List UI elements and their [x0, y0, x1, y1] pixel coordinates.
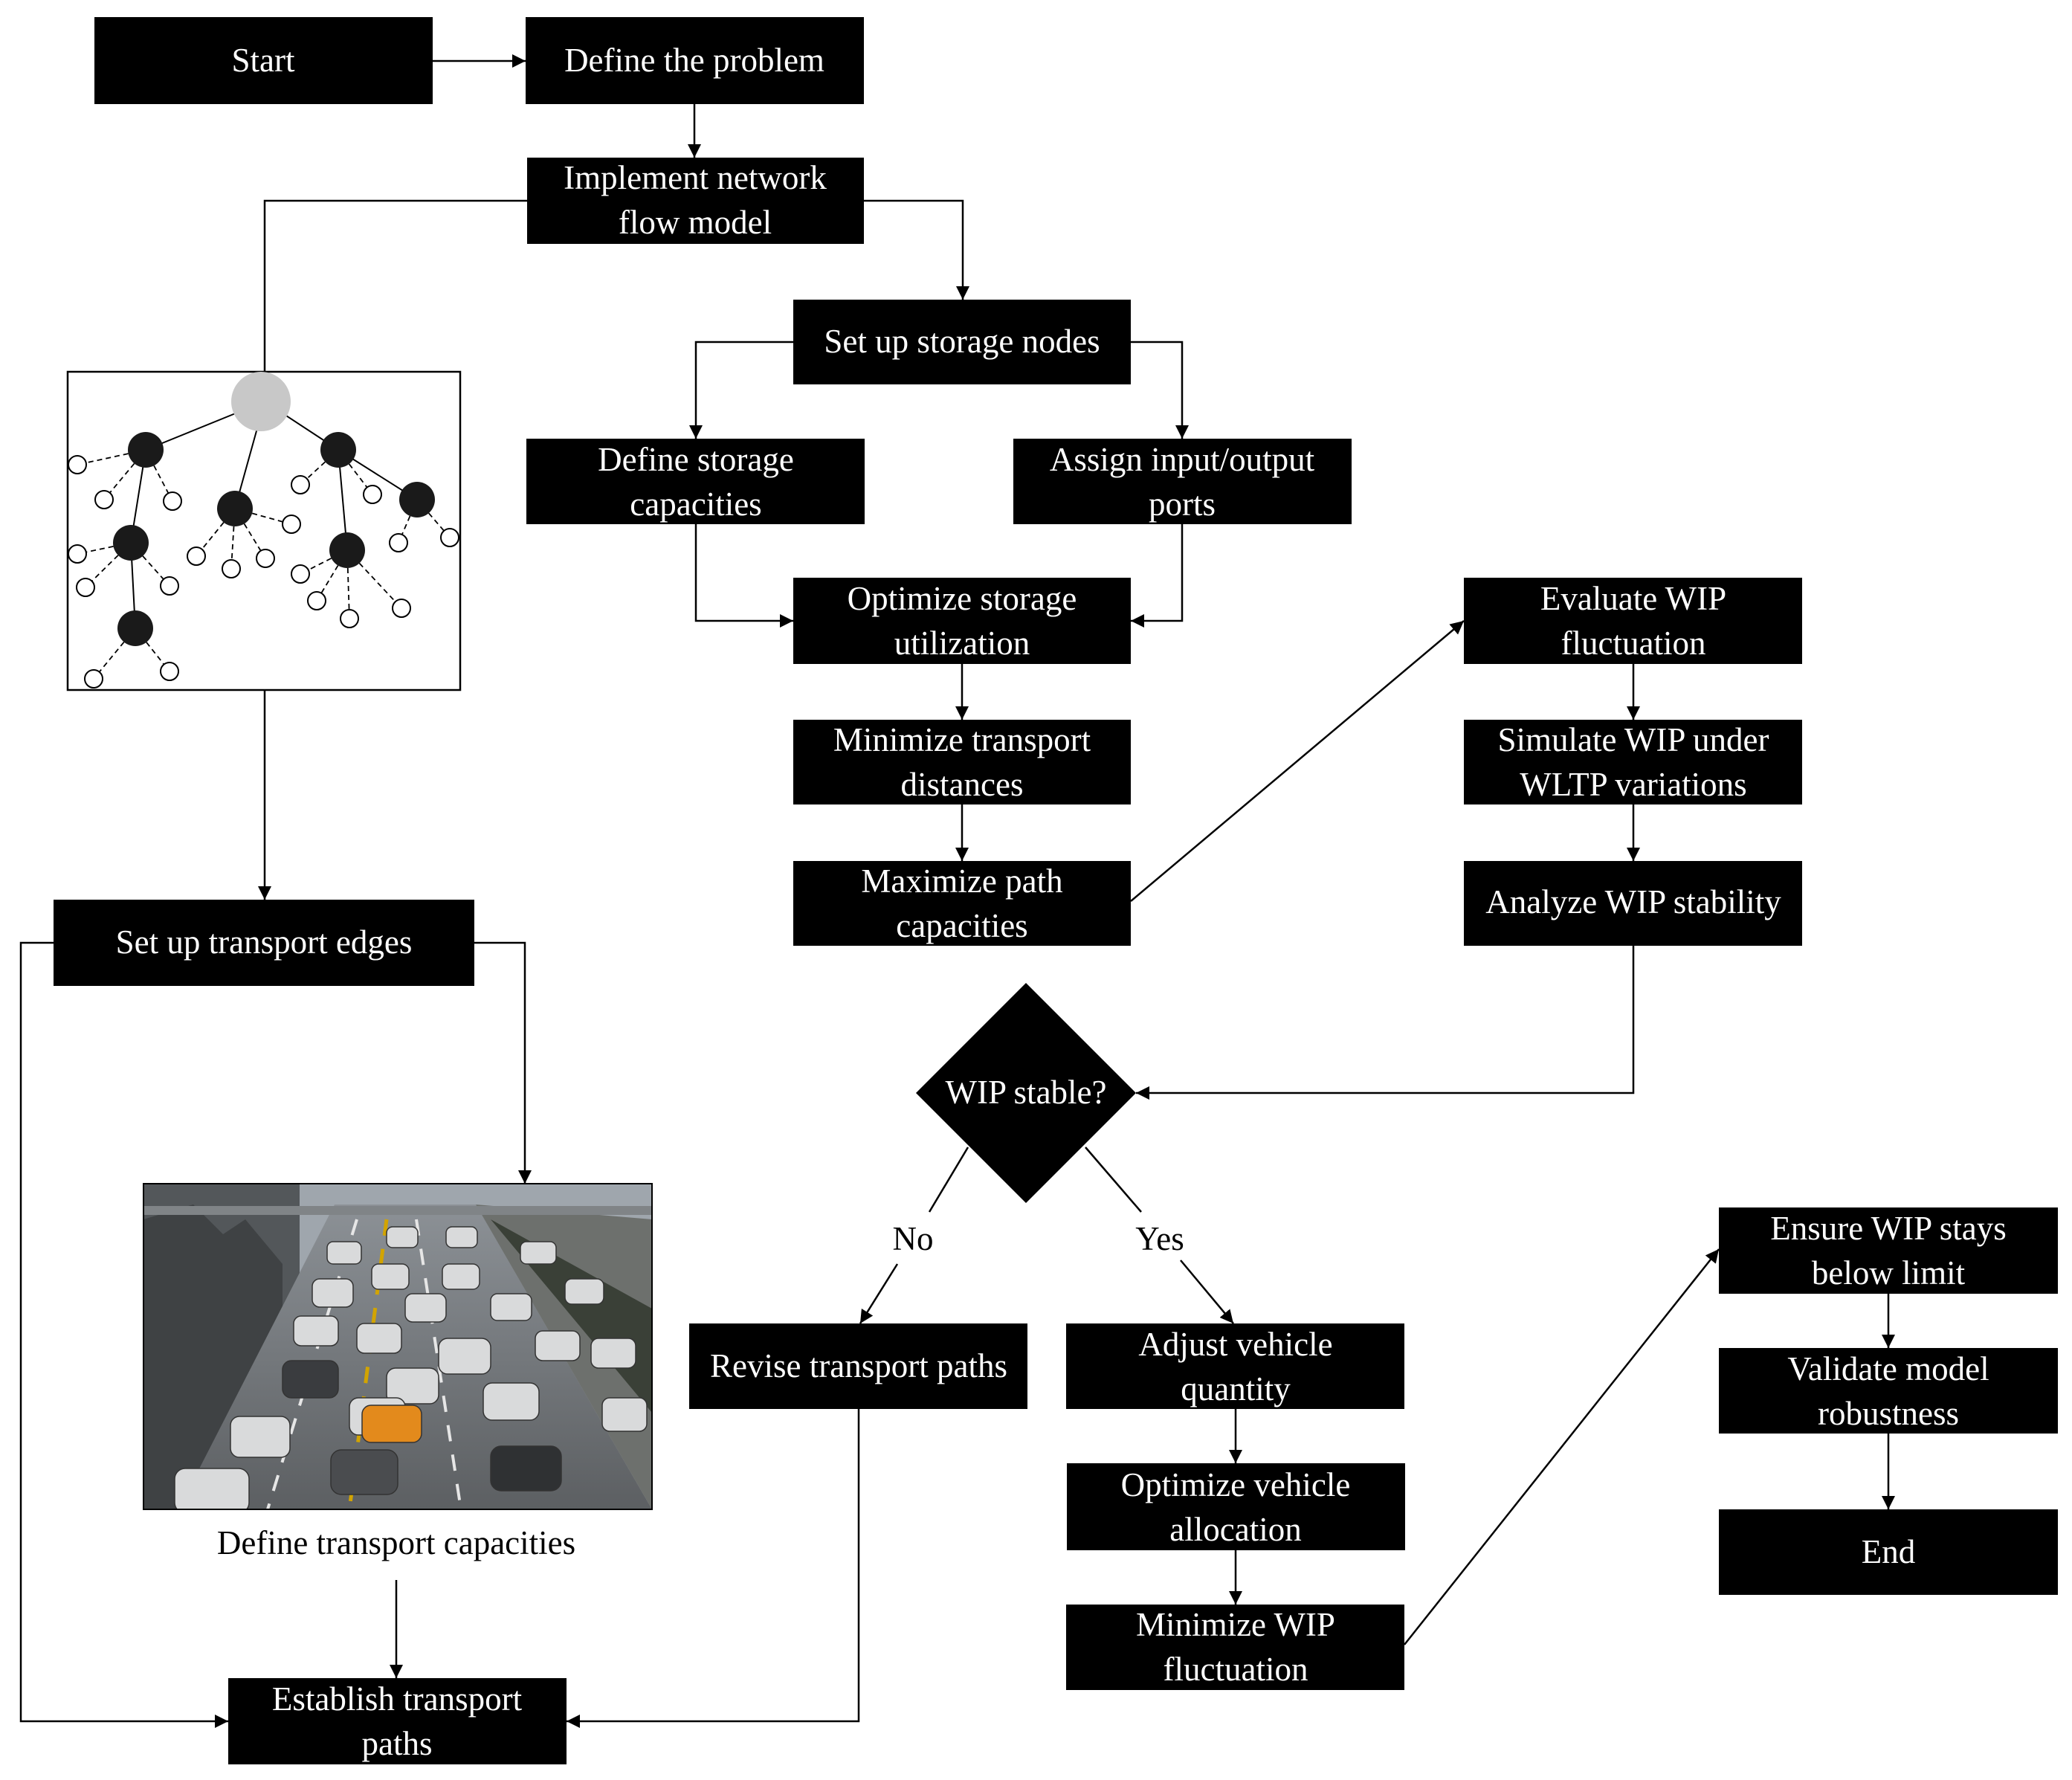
svg-text:fluctuation: fluctuation: [1561, 625, 1706, 662]
network-root-node: [231, 372, 291, 431]
svg-text:Implement network: Implement network: [564, 159, 827, 196]
optimize-storage-node[interactable]: Optimize storage utilization: [793, 578, 1131, 664]
svg-text:Validate model: Validate model: [1787, 1350, 1989, 1387]
edge-transport-edges-establish: [19, 941, 228, 1728]
svg-text:quantity: quantity: [1181, 1370, 1291, 1407]
svg-text:Analyze WIP stability: Analyze WIP stability: [1485, 883, 1781, 920]
svg-text:flow model: flow model: [619, 204, 772, 241]
implement-model-node[interactable]: Implement network flow model: [527, 158, 864, 244]
svg-text:Optimize storage: Optimize storage: [848, 580, 1077, 617]
transport-capacities-label: Define transport capacities: [217, 1524, 575, 1561]
simulate-wip-node[interactable]: Simulate WIP under WLTP variations: [1464, 720, 1802, 804]
edge-revise-establish: [567, 1409, 860, 1728]
svg-text:allocation: allocation: [1169, 1511, 1301, 1548]
edge-min-wip-ensure: [1404, 1248, 1720, 1645]
connectors: [19, 54, 1895, 1728]
svg-text:WLTP variations: WLTP variations: [1520, 766, 1746, 803]
svg-text:Simulate WIP under: Simulate WIP under: [1498, 721, 1769, 758]
network-internal-nodes: [113, 432, 435, 646]
transport-edges-node[interactable]: Set up transport edges: [54, 900, 474, 986]
svg-text:Revise transport paths: Revise transport paths: [710, 1347, 1007, 1384]
optimize-vehicle-node[interactable]: Optimize vehicle allocation: [1067, 1463, 1405, 1550]
edge-storage-capacities: [689, 341, 793, 439]
svg-text:Minimize WIP: Minimize WIP: [1136, 1606, 1335, 1643]
svg-text:WIP stable?: WIP stable?: [945, 1074, 1106, 1111]
validate-node[interactable]: Validate model robustness: [1719, 1348, 2058, 1434]
start-node[interactable]: Start: [94, 17, 433, 104]
edge-decision-no-a: [928, 1147, 969, 1213]
eval-wip-node[interactable]: Evaluate WIP fluctuation: [1464, 578, 1802, 664]
no-label: No: [893, 1220, 934, 1257]
network-tree-graphic: [66, 370, 462, 691]
edge-storage-ports: [1131, 341, 1189, 439]
svg-text:distances: distances: [901, 766, 1024, 803]
edge-decision-yes-b: [1180, 1260, 1234, 1324]
svg-text:Evaluate WIP: Evaluate WIP: [1540, 580, 1726, 617]
network-solid-edges: [130, 401, 418, 629]
edge-capacities-optimize: [694, 524, 793, 628]
ensure-wip-node[interactable]: Ensure WIP stays below limit: [1719, 1207, 2058, 1294]
min-wip-node[interactable]: Minimize WIP fluctuation: [1066, 1605, 1404, 1690]
svg-text:fluctuation: fluctuation: [1164, 1651, 1308, 1688]
svg-text:End: End: [1862, 1533, 1916, 1570]
storage-capacities-node[interactable]: Define storage capacities: [526, 439, 865, 524]
svg-text:Optimize vehicle: Optimize vehicle: [1121, 1466, 1351, 1503]
edge-transport-edges-photo: [474, 941, 532, 1184]
min-distances-node[interactable]: Minimize transport distances: [793, 720, 1131, 804]
svg-text:Minimize transport: Minimize transport: [833, 721, 1091, 758]
edge-implement-storage: [863, 199, 969, 300]
svg-text:Ensure WIP stays: Ensure WIP stays: [1770, 1210, 2006, 1247]
max-path-node[interactable]: Maximize path capacities: [793, 861, 1131, 946]
svg-text:paths: paths: [362, 1725, 433, 1762]
svg-text:robustness: robustness: [1818, 1395, 1959, 1432]
yes-label: Yes: [1135, 1220, 1184, 1257]
svg-text:Define storage: Define storage: [598, 441, 794, 478]
svg-text:Set up storage nodes: Set up storage nodes: [824, 323, 1100, 360]
svg-text:capacities: capacities: [896, 907, 1027, 944]
edge-decision-no-b: [859, 1263, 899, 1324]
establish-paths-node[interactable]: Establish transport paths: [228, 1678, 567, 1764]
adjust-vehicle-node[interactable]: Adjust vehicle quantity: [1066, 1323, 1404, 1409]
storage-nodes-node[interactable]: Set up storage nodes: [793, 300, 1131, 384]
edge-decision-yes-a: [1085, 1147, 1142, 1213]
traffic-photo-graphic: Define transport capacities: [143, 1183, 653, 1561]
network-dashed-edges: [77, 449, 451, 680]
edge-ports-optimize: [1131, 524, 1184, 628]
svg-text:Start: Start: [232, 42, 295, 79]
svg-text:Maximize path: Maximize path: [861, 862, 1062, 900]
svg-text:utilization: utilization: [894, 625, 1030, 662]
define-problem-node[interactable]: Define the problem: [526, 17, 864, 104]
edge-implement-network: [263, 199, 528, 372]
svg-text:Establish transport: Establish transport: [272, 1680, 523, 1718]
analyze-wip-node[interactable]: Analyze WIP stability: [1464, 861, 1802, 946]
process-nodes: Start Define the problem Implement netwo…: [54, 17, 2058, 1764]
svg-text:below limit: below limit: [1812, 1254, 1966, 1292]
network-leaf-nodes: [68, 455, 459, 689]
end-node[interactable]: End: [1719, 1509, 2058, 1595]
svg-text:Adjust vehicle: Adjust vehicle: [1138, 1326, 1332, 1363]
io-ports-node[interactable]: Assign input/output ports: [1013, 439, 1352, 524]
svg-text:Assign input/output: Assign input/output: [1050, 441, 1315, 478]
edge-analyze-decision: [1136, 946, 1635, 1100]
svg-text:Define the problem: Define the problem: [564, 42, 824, 79]
svg-text:Set up transport edges: Set up transport edges: [116, 923, 413, 961]
svg-text:capacities: capacities: [630, 486, 761, 523]
revise-paths-node[interactable]: Revise transport paths: [689, 1323, 1027, 1409]
svg-text:ports: ports: [1149, 486, 1216, 523]
wip-stable-decision[interactable]: WIP stable?: [916, 983, 1136, 1203]
edge-max-path-eval: [1130, 620, 1465, 902]
